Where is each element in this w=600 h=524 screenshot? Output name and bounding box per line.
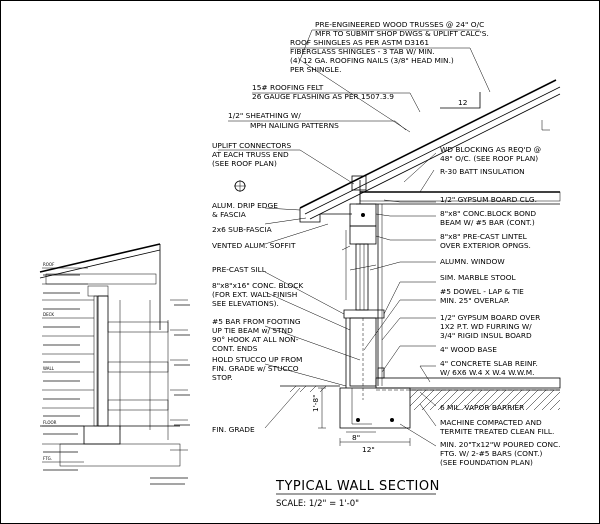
note-shingles-2: FIBERGLASS SHINGLES - 3 TAB W/ MIN. bbox=[290, 47, 435, 56]
note-gypsum-clg: 1/2" GYPSUM BOARD CLG. bbox=[440, 195, 537, 204]
note-wood-base: 4" WOOD BASE bbox=[440, 345, 497, 354]
note-uplift-3: (SEE ROOF PLAN) bbox=[212, 159, 277, 168]
thumb-note-2: DECK bbox=[43, 312, 54, 317]
note-blocking-1: WD BLOCKING AS REQ'D @ bbox=[440, 145, 541, 154]
note-bar-3: 90° HOOK AT ALL NON- bbox=[212, 335, 299, 344]
slope-value: 12 bbox=[458, 98, 467, 107]
note-felt-1: 15# ROOFING FELT bbox=[252, 83, 324, 92]
note-bar-1: #5 BAR FROM FOOTING bbox=[212, 317, 301, 326]
note-slab-2: W/ 6X6 W.4 X W.4 W.W.M. bbox=[440, 368, 534, 377]
note-felt-2: 26 GAUGE FLASHING AS PER 1507.3.9 bbox=[252, 92, 394, 101]
note-footing-3: (SEE FOUNDATION PLAN) bbox=[440, 458, 533, 467]
note-bond-beam-1: 8"x8" CONC.BLOCK BOND bbox=[440, 209, 536, 218]
drawing-title: TYPICAL WALL SECTION bbox=[275, 479, 440, 494]
note-vapor: 6 MIL. VAPOR BARRIER bbox=[440, 403, 524, 412]
note-gypsum-wall-2: 1X2 P.T. WD FURRING W/ bbox=[440, 322, 532, 331]
note-uplift-1: UPLIFT CONNECTORS bbox=[212, 141, 291, 150]
note-subfascia: 2x6 SUB-FASCIA bbox=[212, 225, 272, 234]
note-drip-1: ALUM. DRIP EDGE bbox=[212, 201, 278, 210]
note-gypsum-wall-3: 3/4" RIGID INSUL BOARD bbox=[440, 331, 532, 340]
dim-depth: 1'-8" bbox=[311, 394, 320, 412]
thumb-note-5: FTG. bbox=[43, 456, 52, 461]
note-window: ALUMN. WINDOW bbox=[440, 257, 505, 266]
note-lintel-1: 8"x8" PRE-CAST LINTEL bbox=[440, 232, 528, 241]
note-sheathing-2: MPH NAILING PATTERNS bbox=[250, 121, 339, 130]
note-shingles-4: PER SHINGLE. bbox=[290, 65, 341, 74]
note-soffit: VENTED ALUM. SOFFIT bbox=[212, 241, 296, 250]
title-block: TYPICAL WALL SECTION SCALE: 1/2" = 1'-0" bbox=[275, 479, 440, 509]
note-footing-1: MIN. 20"Tx12"W POURED CONC. bbox=[440, 440, 560, 449]
note-trusses-2: MFR TO SUBMIT SHOP DWGS & UPLIFT CALC'S. bbox=[315, 29, 489, 38]
note-compacted-2: TERMITE TREATED CLEAN FILL. bbox=[439, 427, 554, 436]
note-shingles-3: (4) 12 GA. ROOFING NAILS (3/8" HEAD MIN.… bbox=[290, 56, 454, 65]
note-trusses-1: PRE-ENGINEERED WOOD TRUSSES @ 24" O/C bbox=[315, 20, 484, 29]
note-block-2: (FOR EXT. WALL FINISH bbox=[212, 290, 297, 299]
note-batt: R-30 BATT INSULATION bbox=[440, 167, 525, 176]
leader-lines bbox=[218, 29, 491, 447]
note-dowel-2: MIN. 25" OVERLAP. bbox=[440, 296, 509, 305]
note-slab-1: 4" CONCRETE SLAB REINF. bbox=[440, 359, 538, 368]
note-block-3: SEE ELEVATIONS). bbox=[212, 299, 279, 308]
dim-curb: 8" bbox=[352, 433, 360, 442]
main-section: 12 bbox=[234, 79, 561, 454]
note-footing-2: FTG. W/ 2-#5 BARS (CONT.) bbox=[440, 449, 542, 458]
notes: PRE-ENGINEERED WOOD TRUSSES @ 24" O/C MF… bbox=[212, 20, 560, 467]
note-gypsum-wall-1: 1/2" GYPSUM BOARD OVER bbox=[440, 313, 540, 322]
note-bar-4: CONT. ENDS bbox=[212, 344, 258, 353]
note-uplift-2: AT EACH TRUSS END bbox=[212, 150, 289, 159]
note-shingles-1: ROOF SHINGLES AS PER ASTM D3161 bbox=[290, 38, 429, 47]
note-bond-beam-2: BEAM W/ #5 BAR (CONT.) bbox=[440, 218, 535, 227]
thumbnail-section: ROOF DECK WALL FLOOR FTG. bbox=[39, 243, 190, 485]
note-stucco-2: FIN. GRADE w/ STUCCO bbox=[212, 364, 299, 373]
note-blocking-2: 48" O/C. (SEE ROOF PLAN) bbox=[440, 154, 538, 163]
note-dowel-1: #5 DOWEL - LAP & TIE bbox=[440, 287, 524, 296]
note-stucco-1: HOLD STUCCO UP FROM bbox=[212, 355, 302, 364]
thumb-note-4: FLOOR bbox=[43, 420, 57, 425]
note-compacted-1: MACHINE COMPACTED AND bbox=[440, 418, 542, 427]
note-lintel-2: OVER EXTERIOR OPNGS. bbox=[440, 241, 531, 250]
note-bar-2: UP TIE BEAM w/ STND bbox=[212, 326, 293, 335]
note-block-1: 8"x8"x16" CONC. BLOCK bbox=[212, 281, 303, 290]
note-stool: SIM. MARBLE STOOL bbox=[440, 273, 517, 282]
thumb-note-1: ROOF bbox=[43, 262, 55, 267]
dim-footing-width: 12" bbox=[362, 445, 375, 454]
note-grade: FIN. GRADE bbox=[212, 425, 255, 434]
drawing-scale: SCALE: 1/2" = 1'-0" bbox=[276, 499, 359, 509]
note-sheathing-1: 1/2" SHEATHING W/ bbox=[228, 111, 301, 120]
note-sill: PRE-CAST SILL bbox=[212, 265, 267, 274]
thumb-note-3: WALL bbox=[43, 366, 55, 371]
note-stucco-3: STOP. bbox=[212, 373, 233, 382]
note-drip-2: & FASCIA bbox=[212, 210, 246, 219]
